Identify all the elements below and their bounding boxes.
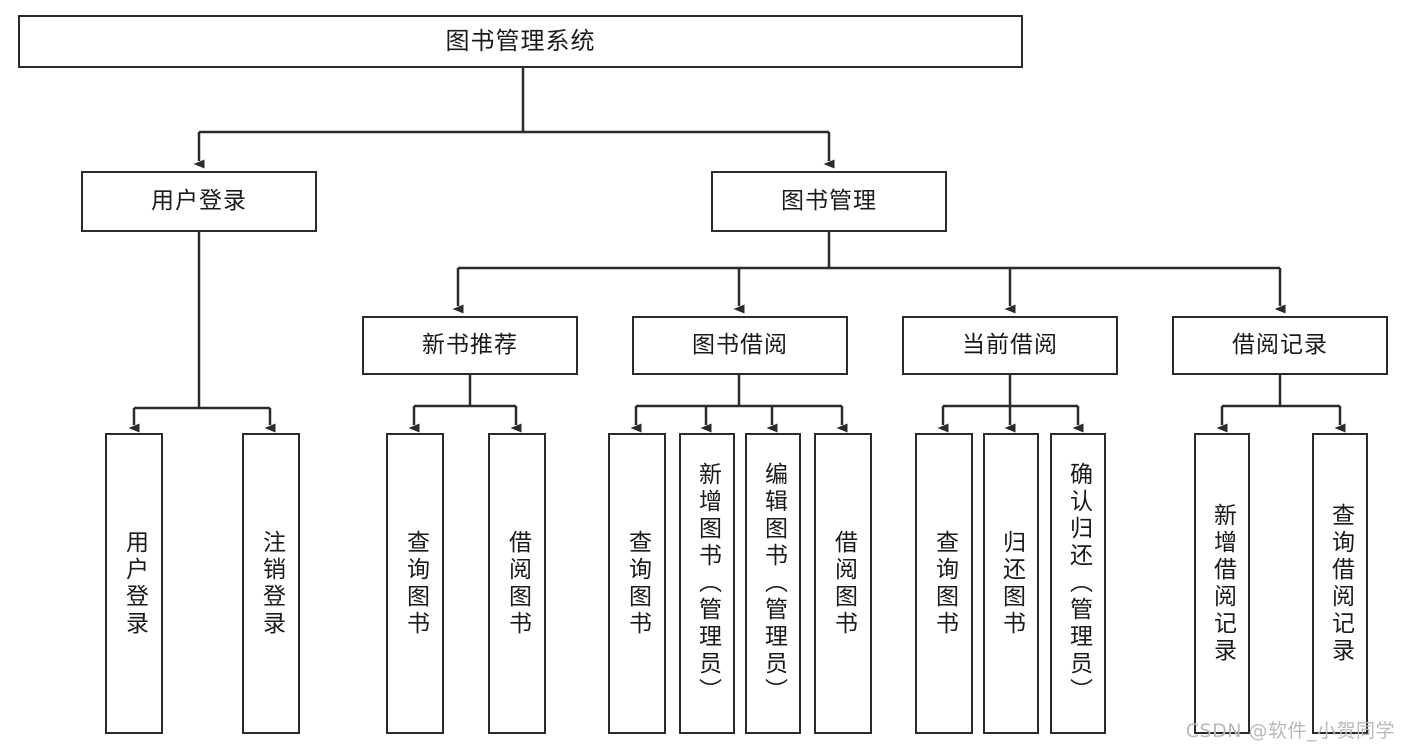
node-label: 确认归还（管理员） [1065, 462, 1092, 705]
node-book-management[interactable]: 图书管理 [711, 171, 947, 232]
node-label: 归还图书 [998, 529, 1025, 638]
node-leaf-borrow-book-2[interactable]: 借阅图书 [814, 433, 872, 734]
node-leaf-query-book-1[interactable]: 查询图书 [386, 433, 444, 734]
node-label: 图书管理 [781, 187, 877, 214]
node-leaf-user-login[interactable]: 用户登录 [105, 433, 163, 734]
node-leaf-query-book-2[interactable]: 查询图书 [608, 433, 666, 734]
node-leaf-query-record[interactable]: 查询借阅记录 [1312, 433, 1368, 734]
node-leaf-borrow-book-1[interactable]: 借阅图书 [488, 433, 546, 734]
node-label: 查询图书 [402, 529, 429, 638]
node-label: 借阅图书 [504, 529, 531, 638]
node-book-borrow[interactable]: 图书借阅 [632, 316, 848, 375]
node-leaf-confirm-return[interactable]: 确认归还（管理员） [1050, 433, 1106, 734]
node-root-book-management-system[interactable]: 图书管理系统 [18, 15, 1023, 68]
node-label: 新增借阅记录 [1209, 502, 1236, 665]
node-label: 借阅记录 [1232, 331, 1328, 358]
node-current-borrow[interactable]: 当前借阅 [902, 316, 1118, 375]
node-label: 查询图书 [931, 529, 958, 638]
node-leaf-add-record[interactable]: 新增借阅记录 [1194, 433, 1250, 734]
node-label: 图书借阅 [692, 331, 788, 358]
node-label: 用户登录 [121, 529, 148, 638]
node-label: 新增图书（管理员） [694, 462, 721, 705]
node-label: 编辑图书（管理员） [760, 462, 787, 705]
node-label: 图书管理系统 [445, 27, 596, 56]
node-label: 当前借阅 [962, 331, 1058, 358]
node-user-login[interactable]: 用户登录 [81, 171, 317, 232]
node-leaf-logout-login[interactable]: 注销登录 [242, 433, 300, 734]
node-leaf-query-book-3[interactable]: 查询图书 [915, 433, 973, 734]
node-label: 用户登录 [151, 187, 247, 214]
node-borrow-record[interactable]: 借阅记录 [1172, 316, 1388, 375]
node-label: 查询图书 [624, 529, 651, 638]
node-leaf-edit-book[interactable]: 编辑图书（管理员） [745, 433, 801, 734]
watermark-text: CSDN @软件_小贺同学 [1185, 720, 1395, 742]
node-new-book-recommend[interactable]: 新书推荐 [362, 316, 578, 375]
node-label: 查询借阅记录 [1327, 502, 1354, 665]
node-leaf-return-book[interactable]: 归还图书 [983, 433, 1039, 734]
node-leaf-add-book[interactable]: 新增图书（管理员） [679, 433, 735, 734]
node-label: 借阅图书 [830, 529, 857, 638]
node-label: 注销登录 [258, 529, 285, 638]
node-label: 新书推荐 [422, 331, 518, 358]
